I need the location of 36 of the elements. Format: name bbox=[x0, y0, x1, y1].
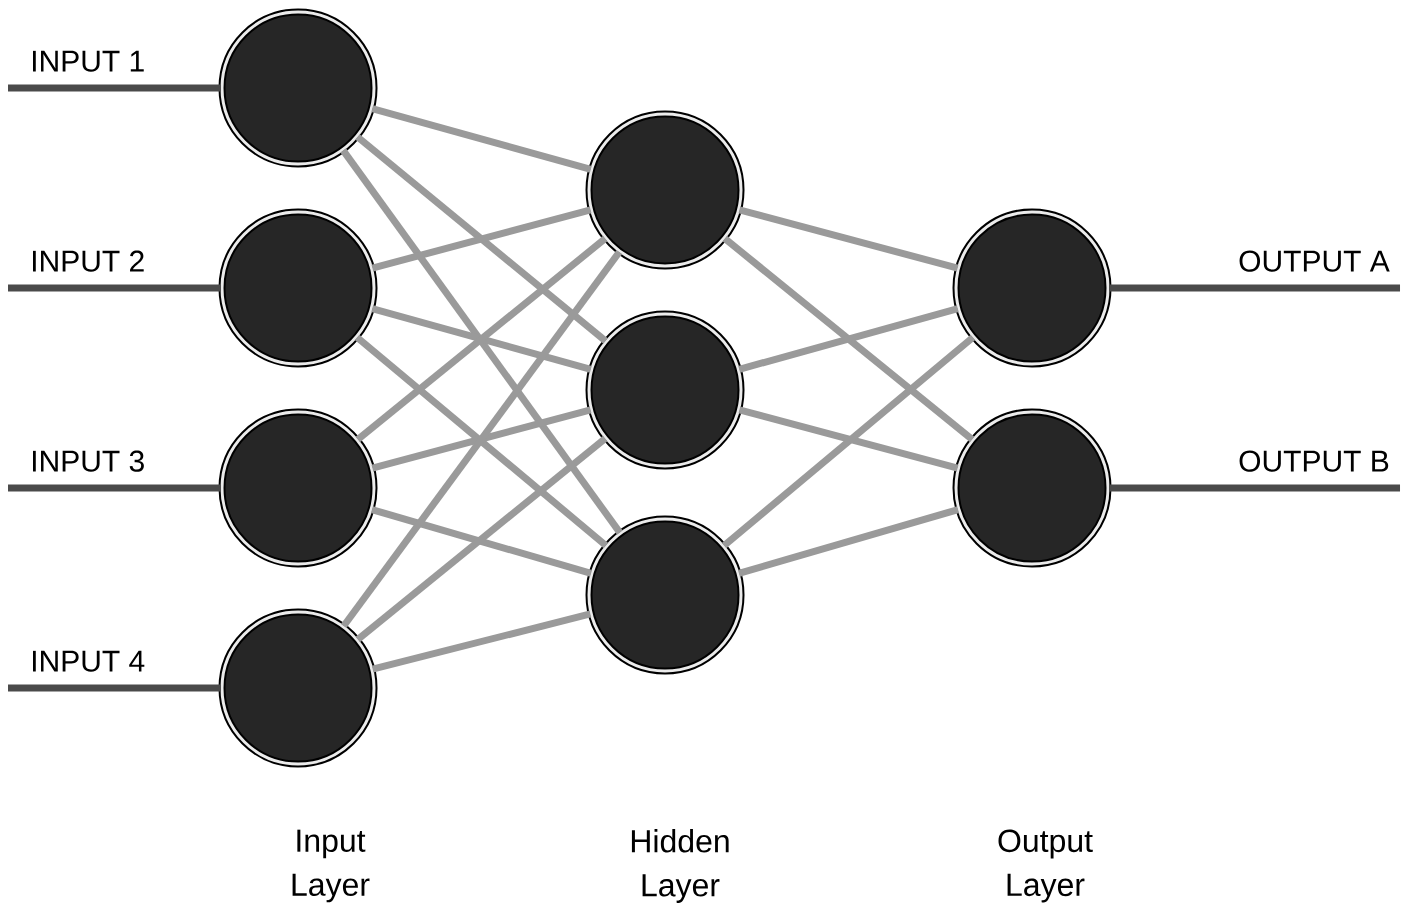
edge-label: INPUT 3 bbox=[33, 450, 144, 472]
connection-line bbox=[355, 435, 608, 643]
neuron-circle bbox=[218, 608, 378, 768]
neuron-circle bbox=[585, 515, 745, 675]
connection-line bbox=[371, 610, 592, 673]
edge-label: INPUT 2 bbox=[33, 250, 144, 272]
neuron-circle bbox=[218, 408, 378, 568]
neuron-circle bbox=[218, 8, 378, 168]
neuron-circle bbox=[585, 310, 745, 470]
connection-line bbox=[738, 206, 959, 272]
connection-line bbox=[355, 235, 608, 443]
connection-line bbox=[738, 406, 959, 472]
layer-label: Output Layer bbox=[998, 829, 1093, 903]
neuron-circle bbox=[218, 208, 378, 368]
edge-label: INPUT 4 bbox=[33, 650, 145, 672]
connection-line bbox=[371, 406, 592, 472]
neuron-circle bbox=[585, 110, 745, 270]
connection-line bbox=[354, 334, 609, 549]
edge-label: OUTPUT A bbox=[1239, 250, 1390, 272]
connection-line bbox=[737, 506, 960, 577]
connection-line bbox=[340, 249, 623, 629]
connection-line bbox=[722, 235, 975, 443]
edge-label: INPUT 1 bbox=[33, 50, 144, 72]
connection-line bbox=[355, 134, 608, 344]
connection-line bbox=[371, 305, 592, 373]
layer-label: Input Layer bbox=[292, 829, 370, 903]
connection-line bbox=[738, 305, 959, 373]
neuron-circle bbox=[952, 408, 1112, 568]
layer-label: Hidden Layer bbox=[631, 829, 729, 903]
connection-line bbox=[721, 334, 976, 549]
neuron-circle bbox=[952, 208, 1112, 368]
connection-line bbox=[371, 206, 592, 272]
edge-label: OUTPUT B bbox=[1239, 450, 1389, 472]
connection-line bbox=[371, 105, 592, 173]
connection-line bbox=[340, 148, 623, 535]
connection-line bbox=[370, 506, 593, 577]
